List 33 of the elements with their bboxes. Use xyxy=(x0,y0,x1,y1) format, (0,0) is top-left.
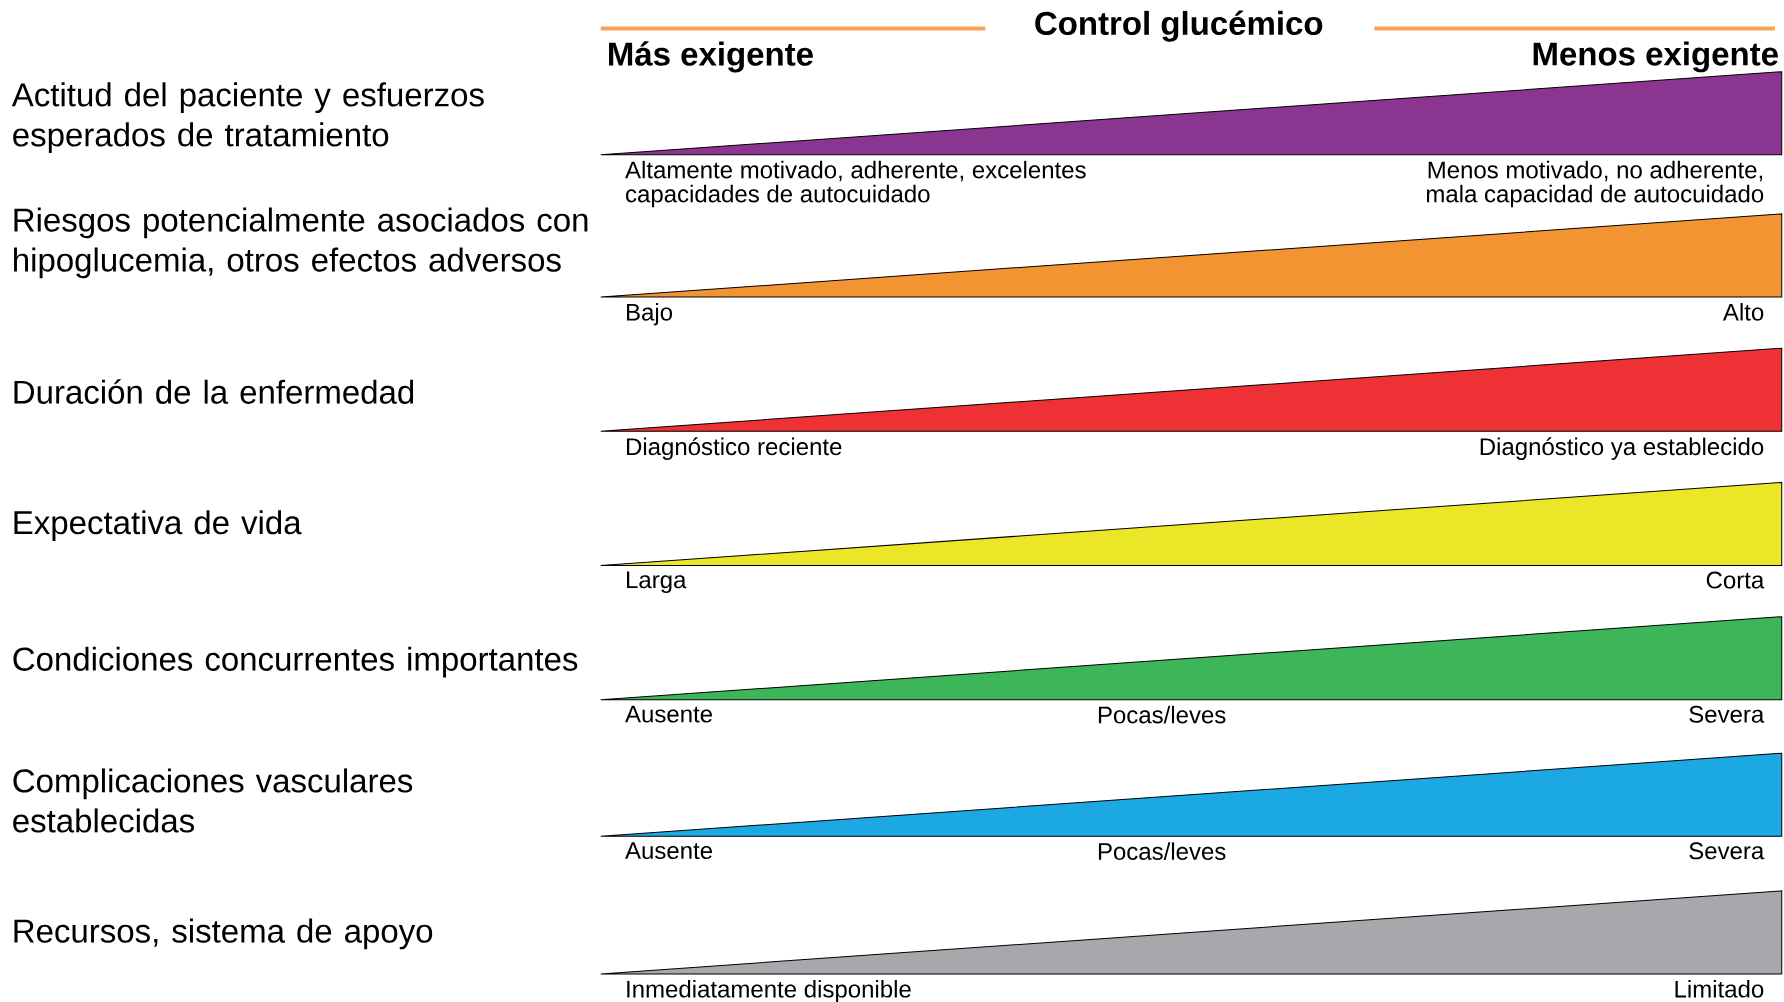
scale-label: Inmediatamente disponible xyxy=(627,980,911,1002)
scale-label: Ausente xyxy=(625,842,712,860)
wedge xyxy=(600,890,1783,975)
scale-label: Diagnóstico ya establecido xyxy=(1480,437,1764,460)
scale-label: Alto xyxy=(1722,303,1764,321)
scale-label: Pocas/leves xyxy=(1098,705,1226,724)
wedge xyxy=(600,213,1783,298)
row-heading: Condiciones concurrentes importantes xyxy=(13,646,578,678)
scale-label: Corta xyxy=(1706,571,1765,589)
scale-label: Severa xyxy=(1689,842,1765,860)
wedge xyxy=(600,616,1783,701)
scale-label: Diagnóstico reciente xyxy=(627,437,842,460)
scale-label: Bajo xyxy=(627,303,673,326)
scale-label: Menos motivado, no adherente, mala capacidad de autocuidado xyxy=(1426,160,1764,208)
scale-label: Limitado xyxy=(1675,980,1764,998)
row-heading: Complicaciones vasculares establecidas xyxy=(13,768,413,833)
axis-label: Menos exigente xyxy=(1533,41,1778,73)
title: Control glucémico xyxy=(1035,10,1323,42)
row-heading: Expectativa de vida xyxy=(14,510,302,541)
wedge xyxy=(600,752,1783,837)
wedge xyxy=(600,481,1783,566)
row-heading: Riesgos potencialmente asociados con hipoglucemia, otros efectos adversos xyxy=(14,207,588,279)
scale-label: Larga xyxy=(627,571,687,594)
scale-label: Ausente xyxy=(625,705,712,723)
wedge xyxy=(600,347,1783,432)
row-heading: Actitud del paciente y esfuerzos esperados de tratamiento xyxy=(11,82,484,154)
axis-label: Más exigente xyxy=(609,41,813,73)
scale-label: Severa xyxy=(1689,705,1765,723)
wedge xyxy=(600,71,1783,156)
scale-label: Pocas/leves xyxy=(1098,842,1226,860)
row-heading: Duración de la enfermedad xyxy=(14,379,414,404)
scale-label: Altamente motivado, adherente, excelentes capacidades de autocuidado xyxy=(625,160,1086,208)
row-heading: Recursos, sistema de apoyo xyxy=(14,918,433,950)
